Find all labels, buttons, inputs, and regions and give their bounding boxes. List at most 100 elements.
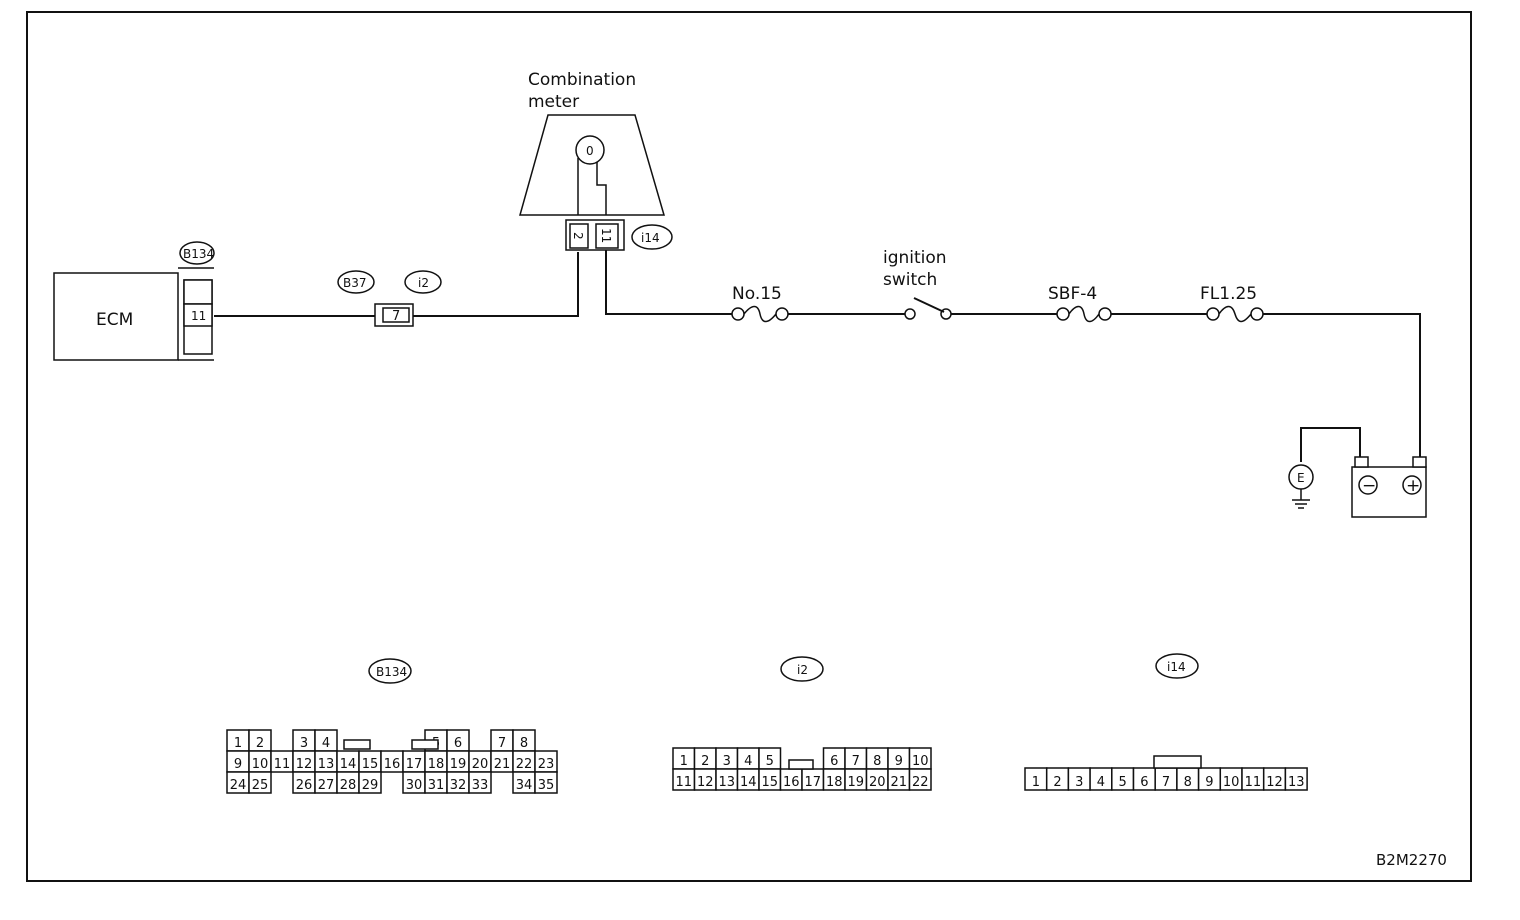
connector-tag-i2: i2 xyxy=(404,270,442,294)
diagram-frame xyxy=(26,11,1472,882)
b134-pin-number: 15 xyxy=(362,757,379,772)
i2-pin-number: 8 xyxy=(873,754,881,769)
i14-pin-number: 11 xyxy=(1245,775,1262,790)
b134-pin-number: 11 xyxy=(274,757,291,772)
i2-pin-number: 12 xyxy=(697,775,714,790)
b134-pin-number: 34 xyxy=(516,778,533,793)
svg-text:B134: B134 xyxy=(183,247,214,261)
b134-pin-cell xyxy=(534,771,558,794)
b134-pin-number: 27 xyxy=(318,778,335,793)
ecm-label: ECM xyxy=(96,310,133,330)
i14-key xyxy=(1153,755,1202,769)
b134-pin-number: 31 xyxy=(428,778,445,793)
b134-pin-number: 26 xyxy=(296,778,313,793)
b134-pin-number: 23 xyxy=(538,757,555,772)
b134-pin-number: 12 xyxy=(296,757,313,772)
i2-pin-number: 7 xyxy=(852,754,860,769)
fuse-sbf4-label: SBF-4 xyxy=(1048,284,1097,304)
b134-pin-number: 24 xyxy=(230,778,247,793)
ignition-switch-label-1: ignition xyxy=(883,248,947,268)
i2-pin-number: 2 xyxy=(701,754,709,769)
svg-text:i2: i2 xyxy=(418,276,429,290)
connector-tag-i14-meter: i14 xyxy=(631,224,673,250)
b134-pin-number: 18 xyxy=(428,757,445,772)
i14-pin-number: 1 xyxy=(1032,775,1040,790)
b134-pin-number: 1 xyxy=(234,736,242,751)
b134-pin-number: 8 xyxy=(520,736,528,751)
i2-pin-number: 17 xyxy=(804,775,821,790)
i2-pin-number: 10 xyxy=(912,754,929,769)
i2-key xyxy=(788,759,814,770)
svg-text:i14: i14 xyxy=(641,231,660,245)
i14-pin-number: 5 xyxy=(1119,775,1127,790)
fuse-no15-label: No.15 xyxy=(732,284,782,304)
wire-ecm-to-meter xyxy=(214,252,579,317)
i2-pin-number: 3 xyxy=(723,754,731,769)
svg-text:i14: i14 xyxy=(1167,660,1186,674)
combination-meter-label-1: Combination xyxy=(528,70,636,90)
b134-pin-number: 19 xyxy=(450,757,467,772)
i2-pin-number: 11 xyxy=(675,775,692,790)
b134-pin-number: 17 xyxy=(406,757,423,772)
b134-pin-number: 4 xyxy=(322,736,330,751)
meter-pin-b-label: 11 xyxy=(599,228,613,243)
i14-pin-number: 13 xyxy=(1288,775,1305,790)
fusible-link-label: FL1.25 xyxy=(1200,284,1257,304)
i14-pin-number: 6 xyxy=(1140,775,1148,790)
b37-pin-label: 7 xyxy=(392,309,400,324)
b134-pin-number: 6 xyxy=(454,736,462,751)
battery-positive-symbol: + xyxy=(1406,476,1420,496)
ground-label: E xyxy=(1297,471,1305,485)
ignition-switch: ignition switch xyxy=(883,248,952,320)
i2-pin-number: 4 xyxy=(744,754,752,769)
connector-face-b134: 1234567891011121314151617181920212223242… xyxy=(226,729,558,794)
b134-pin-number: 29 xyxy=(362,778,379,793)
i2-pin-number: 15 xyxy=(761,775,778,790)
b134-pin-number: 10 xyxy=(252,757,269,772)
b134-pin-number: 25 xyxy=(252,778,269,793)
b134-pin-number: 9 xyxy=(234,757,242,772)
i2-pin-number: 13 xyxy=(718,775,735,790)
i2-pin-cell xyxy=(908,768,932,791)
i14-pin-number: 4 xyxy=(1097,775,1105,790)
i2-pin-number: 9 xyxy=(895,754,903,769)
i14-pin-number: 7 xyxy=(1162,775,1170,790)
combination-meter-label-2: meter xyxy=(528,92,579,112)
ground-symbol: E xyxy=(1288,464,1314,509)
connector-face-tag-i2: i2 xyxy=(780,656,824,682)
b134-pin-number: 7 xyxy=(498,736,506,751)
svg-text:B37: B37 xyxy=(343,276,367,290)
b134-pin-number: 13 xyxy=(318,757,335,772)
b134-pin-cell xyxy=(248,771,272,794)
ecm-unit: ECM 11 xyxy=(53,267,214,361)
i2-pin-number: 22 xyxy=(912,775,929,790)
i2-pin-number: 21 xyxy=(890,775,907,790)
wire-battery-to-ground xyxy=(1300,427,1361,462)
connector-face-tag-b134: B134 xyxy=(368,658,412,684)
i2-pin-number: 16 xyxy=(783,775,800,790)
fusible-link-fl125: FL1.25 xyxy=(1200,284,1264,323)
i14-pin-number: 8 xyxy=(1184,775,1192,790)
i14-pin-number: 10 xyxy=(1223,775,1240,790)
b134-key-1 xyxy=(343,739,371,750)
b134-key-2 xyxy=(411,739,439,750)
b134-pin-number: 20 xyxy=(472,757,489,772)
ignition-switch-label-2: switch xyxy=(883,270,937,290)
connector-tag-b37: B37 xyxy=(337,270,375,294)
b37-inline-connector: 7 xyxy=(374,303,414,327)
i2-pin-number: 6 xyxy=(830,754,838,769)
svg-text:B134: B134 xyxy=(376,665,407,679)
i14-pin-cell xyxy=(1284,767,1308,791)
b134-pin-number: 32 xyxy=(450,778,467,793)
wire-meter-to-battery xyxy=(605,250,1421,457)
svg-text:i2: i2 xyxy=(797,663,808,677)
i14-pin-number: 2 xyxy=(1053,775,1061,790)
b134-pin-number: 28 xyxy=(340,778,357,793)
i14-pin-number: 12 xyxy=(1266,775,1283,790)
b134-pin-cell xyxy=(468,771,492,794)
i14-pin-number: 9 xyxy=(1205,775,1213,790)
figure-code: B2M2270 xyxy=(1376,851,1447,869)
i2-pin-number: 19 xyxy=(847,775,864,790)
